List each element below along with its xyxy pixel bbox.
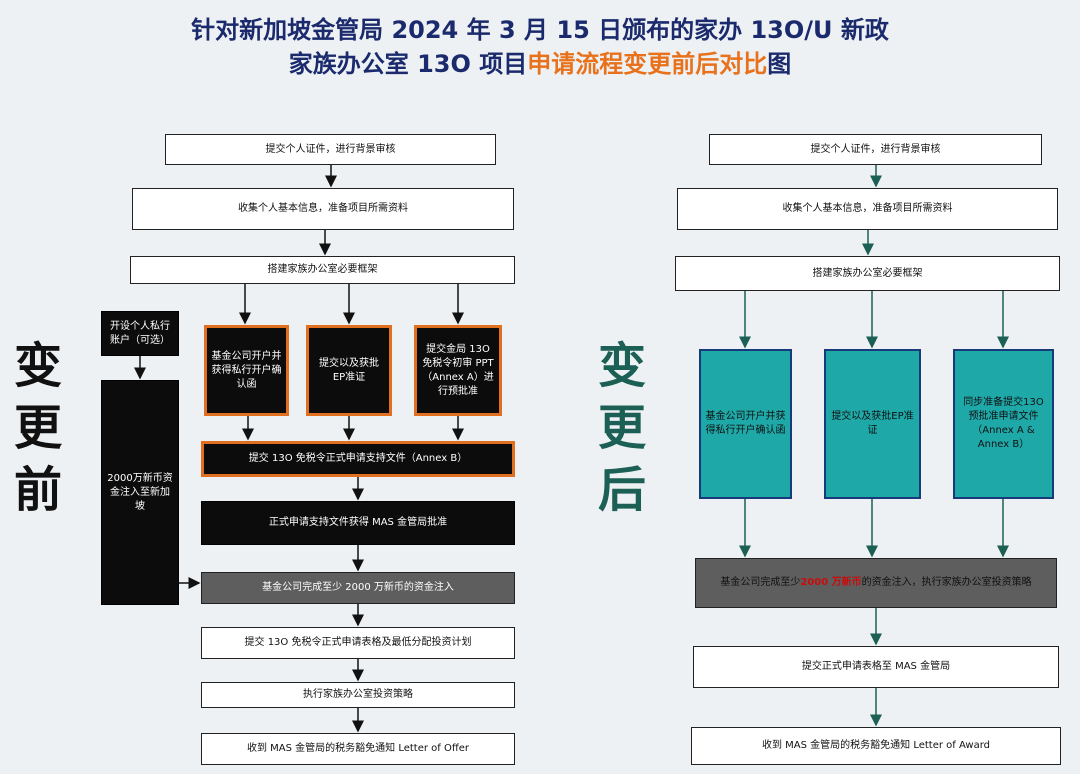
title-prefix: 家族办公室 13O 项目 xyxy=(288,50,528,78)
before-step-build-framework: 搭建家族办公室必要框架 xyxy=(130,256,515,284)
fund-injection-amount: 2000 万新币 xyxy=(800,577,862,588)
before-step-mas-approval: 正式申请支持文件获得 MAS 金管局批准 xyxy=(201,501,515,545)
fund-injection-suffix: 的资金注入，执行家族办公室投资策略 xyxy=(861,577,1032,588)
after-step-build-framework: 搭建家族办公室必要框架 xyxy=(675,256,1060,291)
before-parallel-bank-account: 基金公司开户并获得私行开户确认函 xyxy=(204,325,289,416)
page-title-line1: 针对新加坡金管局 2024 年 3 月 15 日颁布的家办 13O/U 新政 xyxy=(191,16,889,44)
after-parallel-ep-pass: 提交以及获批EP准证 xyxy=(824,349,921,499)
before-step-investment-strategy: 执行家族办公室投资策略 xyxy=(201,682,515,708)
before-parallel-ep-pass: 提交以及获批EP准证 xyxy=(306,325,392,416)
before-step-formal-application: 提交 13O 免税令正式申请表格及最低分配投资计划 xyxy=(201,627,515,659)
page-title-line2: 家族办公室 13O 项目申请流程变更前后对比图 xyxy=(0,44,1080,79)
before-step-annex-b: 提交 13O 免税令正式申请支持文件（Annex B） xyxy=(201,441,515,477)
before-step-fund-injection: 基金公司完成至少 2000 万新币的资金注入 xyxy=(201,572,515,604)
title-highlight: 申请流程变更前后对比 xyxy=(527,50,768,78)
before-side-private-account: 开设个人私行账户（可选） xyxy=(101,311,179,356)
before-step-background-check: 提交个人证件，进行背景审核 xyxy=(165,134,496,165)
before-side-capital-injection: 2000万新币资金注入至新加坡 xyxy=(101,380,179,605)
before-step-letter-of-offer: 收到 MAS 金管局的税务豁免通知 Letter of Offer xyxy=(201,733,515,765)
label-after: 变更后 xyxy=(597,338,646,518)
fund-injection-prefix: 基金公司完成至少 xyxy=(720,577,801,588)
after-step-collect-info: 收集个人基本信息，准备项目所需资料 xyxy=(677,188,1058,230)
after-parallel-annex-ab: 同步准备提交13O预批准申请文件（Annex A & Annex B） xyxy=(953,349,1054,499)
after-step-letter-of-award: 收到 MAS 金管局的税务豁免通知 Letter of Award xyxy=(691,727,1061,765)
after-step-background-check: 提交个人证件，进行背景审核 xyxy=(709,134,1042,165)
title-suffix: 图 xyxy=(767,50,792,78)
before-step-collect-info: 收集个人基本信息，准备项目所需资料 xyxy=(132,188,514,230)
after-step-submit-form: 提交正式申请表格至 MAS 金管局 xyxy=(693,646,1059,688)
after-step-fund-injection: 基金公司完成至少2000 万新币的资金注入，执行家族办公室投资策略 xyxy=(695,558,1057,608)
label-before: 变更前 xyxy=(13,338,62,518)
after-parallel-bank-account: 基金公司开户并获得私行开户确认函 xyxy=(699,349,792,499)
before-parallel-annex-a: 提交金局 13O 免税令初审 PPT（Annex A）进行预批准 xyxy=(414,325,502,416)
